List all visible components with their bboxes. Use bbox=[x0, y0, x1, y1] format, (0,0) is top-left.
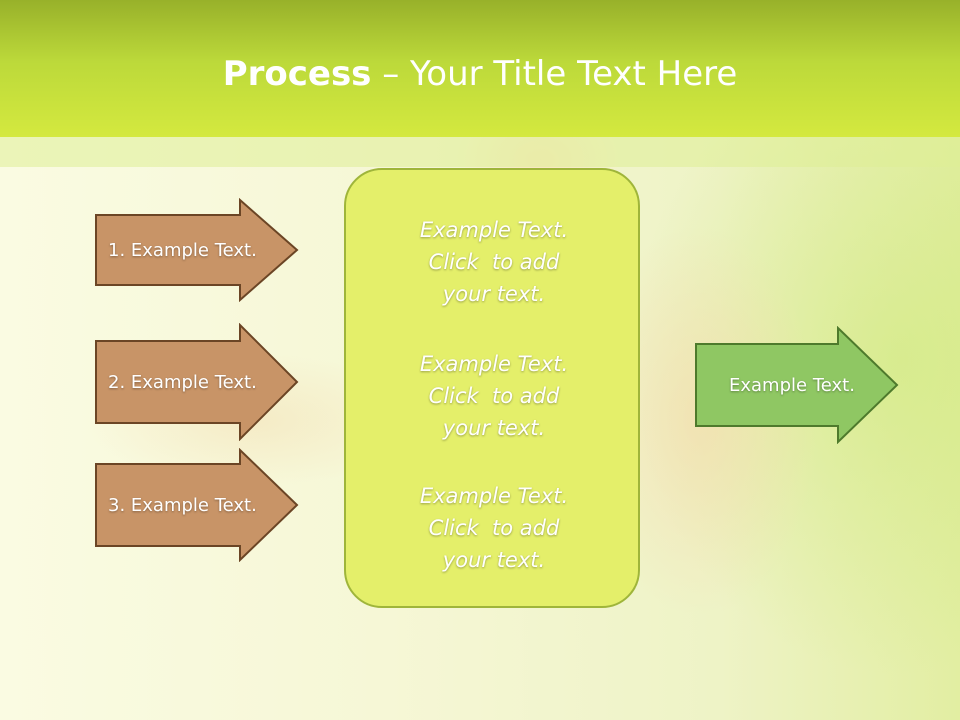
process-text-block-3[interactable]: Example Text. Click to add your text. bbox=[346, 480, 642, 576]
title-bold: Process bbox=[222, 54, 372, 94]
title-rest: – Your Title Text Here bbox=[371, 54, 738, 94]
process-box[interactable]: Example Text. Click to add your text. Ex… bbox=[344, 168, 640, 608]
block-2-line-2: Click to add bbox=[428, 384, 560, 408]
input-arrow-2[interactable]: 2. Example Text. bbox=[94, 323, 300, 441]
block-3-line-2: Click to add bbox=[428, 516, 560, 540]
block-1-line-2: Click to add bbox=[428, 250, 560, 274]
input-arrow-1-label: 1. Example Text. bbox=[108, 239, 257, 261]
input-arrow-1[interactable]: 1. Example Text. bbox=[94, 198, 300, 302]
block-1-line-3: your text. bbox=[442, 282, 546, 306]
output-arrow-shape bbox=[695, 326, 899, 444]
output-arrow[interactable]: Example Text. bbox=[694, 326, 900, 444]
process-text-block-1[interactable]: Example Text. Click to add your text. bbox=[346, 214, 642, 310]
input-arrow-3-shape bbox=[95, 448, 299, 562]
slide-title: Process – Your Title Text Here bbox=[0, 52, 960, 96]
block-3-line-3: your text. bbox=[442, 548, 546, 572]
input-arrow-3-label: 3. Example Text. bbox=[108, 494, 257, 516]
block-3-line-1: Example Text. bbox=[419, 484, 569, 508]
block-2-line-3: your text. bbox=[442, 416, 546, 440]
block-1-line-1: Example Text. bbox=[419, 218, 569, 242]
title-bar: Process – Your Title Text Here bbox=[0, 0, 960, 137]
input-arrow-2-shape bbox=[95, 323, 299, 441]
input-arrow-2-label: 2. Example Text. bbox=[108, 371, 257, 393]
input-arrow-1-shape bbox=[95, 198, 299, 302]
process-text-block-2[interactable]: Example Text. Click to add your text. bbox=[346, 348, 642, 444]
output-arrow-label: Example Text. bbox=[729, 374, 855, 396]
block-2-line-1: Example Text. bbox=[419, 352, 569, 376]
input-arrow-3[interactable]: 3. Example Text. bbox=[94, 448, 300, 562]
header-band bbox=[0, 137, 960, 167]
